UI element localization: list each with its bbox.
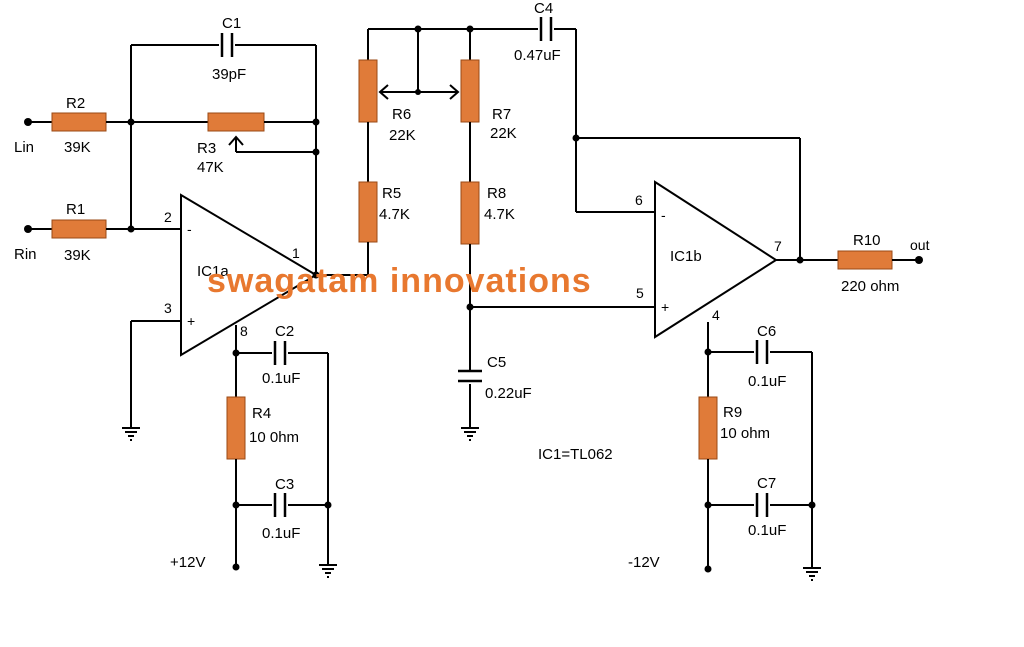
- ground-symbol-supply-pos: [319, 564, 337, 578]
- ic1a-pin3: 3: [164, 300, 172, 316]
- out-label: out: [910, 237, 930, 253]
- c2-value: 0.1uF: [262, 370, 300, 387]
- r10-ref: R10: [853, 232, 881, 249]
- resistor-r8: [460, 181, 480, 245]
- vpos-label: +12V: [170, 554, 205, 571]
- ic-note: IC1=TL062: [538, 446, 613, 463]
- c5-value: 0.22uF: [485, 385, 532, 402]
- ic1a-name: IC1a: [197, 263, 229, 280]
- c2-ref: C2: [275, 323, 294, 340]
- r4-ref: R4: [252, 405, 271, 422]
- c3-ref: C3: [275, 476, 294, 493]
- ic1a-plus: +: [187, 313, 195, 329]
- r2-ref: R2: [66, 95, 85, 112]
- r6-ref: R6: [392, 106, 411, 123]
- c5-ref: C5: [487, 354, 506, 371]
- ic1a-pin2: 2: [164, 209, 172, 225]
- resistor-r4: [226, 396, 246, 460]
- opamp-ic1b: [654, 180, 778, 339]
- ic1b-plus: +: [661, 299, 669, 315]
- vpos-terminal: [232, 563, 240, 571]
- r2-value: 39K: [64, 139, 91, 156]
- r3-value: 47K: [197, 159, 224, 176]
- ic1b-pin5: 5: [636, 285, 644, 301]
- ic1b-pin6: 6: [635, 192, 643, 208]
- ic1a-minus: -: [187, 221, 192, 237]
- vneg-terminal: [704, 565, 712, 573]
- ic1a-pin8: 8: [240, 323, 248, 339]
- ground-symbol-supply-neg: [803, 567, 821, 581]
- r6-value: 22K: [389, 127, 416, 144]
- ic1b-minus: -: [661, 207, 666, 223]
- r7-ref: R7: [492, 106, 511, 123]
- r5-value: 4.7K: [379, 206, 410, 223]
- c1-value: 39pF: [212, 66, 246, 83]
- r10-value: 220 ohm: [841, 278, 899, 295]
- resistor-r7: [460, 59, 480, 123]
- c4-ref: C4: [534, 0, 553, 17]
- ic1b-pin7: 7: [774, 238, 782, 254]
- r4-value: 10 0hm: [249, 429, 299, 446]
- resistor-r10: [837, 250, 893, 270]
- c3-value: 0.1uF: [262, 525, 300, 542]
- c1-ref: C1: [222, 15, 241, 32]
- ic1a-pin1: 1: [292, 245, 300, 261]
- c6-ref: C6: [757, 323, 776, 340]
- opamp-ic1a: [180, 193, 318, 357]
- resistor-r3: [207, 112, 265, 132]
- ic1b-pin4: 4: [712, 307, 720, 323]
- r5-ref: R5: [382, 185, 401, 202]
- r1-ref: R1: [66, 201, 85, 218]
- r1-value: 39K: [64, 247, 91, 264]
- watermark-text: swagatam innovations: [207, 262, 592, 300]
- resistor-r1: [51, 219, 107, 239]
- r9-value: 10 ohm: [720, 425, 770, 442]
- out-terminal: [915, 256, 923, 264]
- rin-label: Rin: [14, 246, 37, 263]
- r8-ref: R8: [487, 185, 506, 202]
- resistor-r5: [358, 181, 378, 243]
- r9-ref: R9: [723, 404, 742, 421]
- c7-value: 0.1uF: [748, 522, 786, 539]
- r3-ref: R3: [197, 140, 216, 157]
- c4-value: 0.47uF: [514, 47, 561, 64]
- ground-symbol-ic1a: [122, 427, 140, 441]
- ic1b-name: IC1b: [670, 248, 702, 265]
- lin-label: Lin: [14, 139, 34, 156]
- c6-value: 0.1uF: [748, 373, 786, 390]
- r7-value: 22K: [490, 125, 517, 142]
- resistor-r2: [51, 112, 107, 132]
- ground-symbol-c5: [461, 427, 479, 441]
- resistor-r9: [698, 396, 718, 460]
- c7-ref: C7: [757, 475, 776, 492]
- resistor-r6: [358, 59, 378, 123]
- vneg-label: -12V: [628, 554, 660, 571]
- r8-value: 4.7K: [484, 206, 515, 223]
